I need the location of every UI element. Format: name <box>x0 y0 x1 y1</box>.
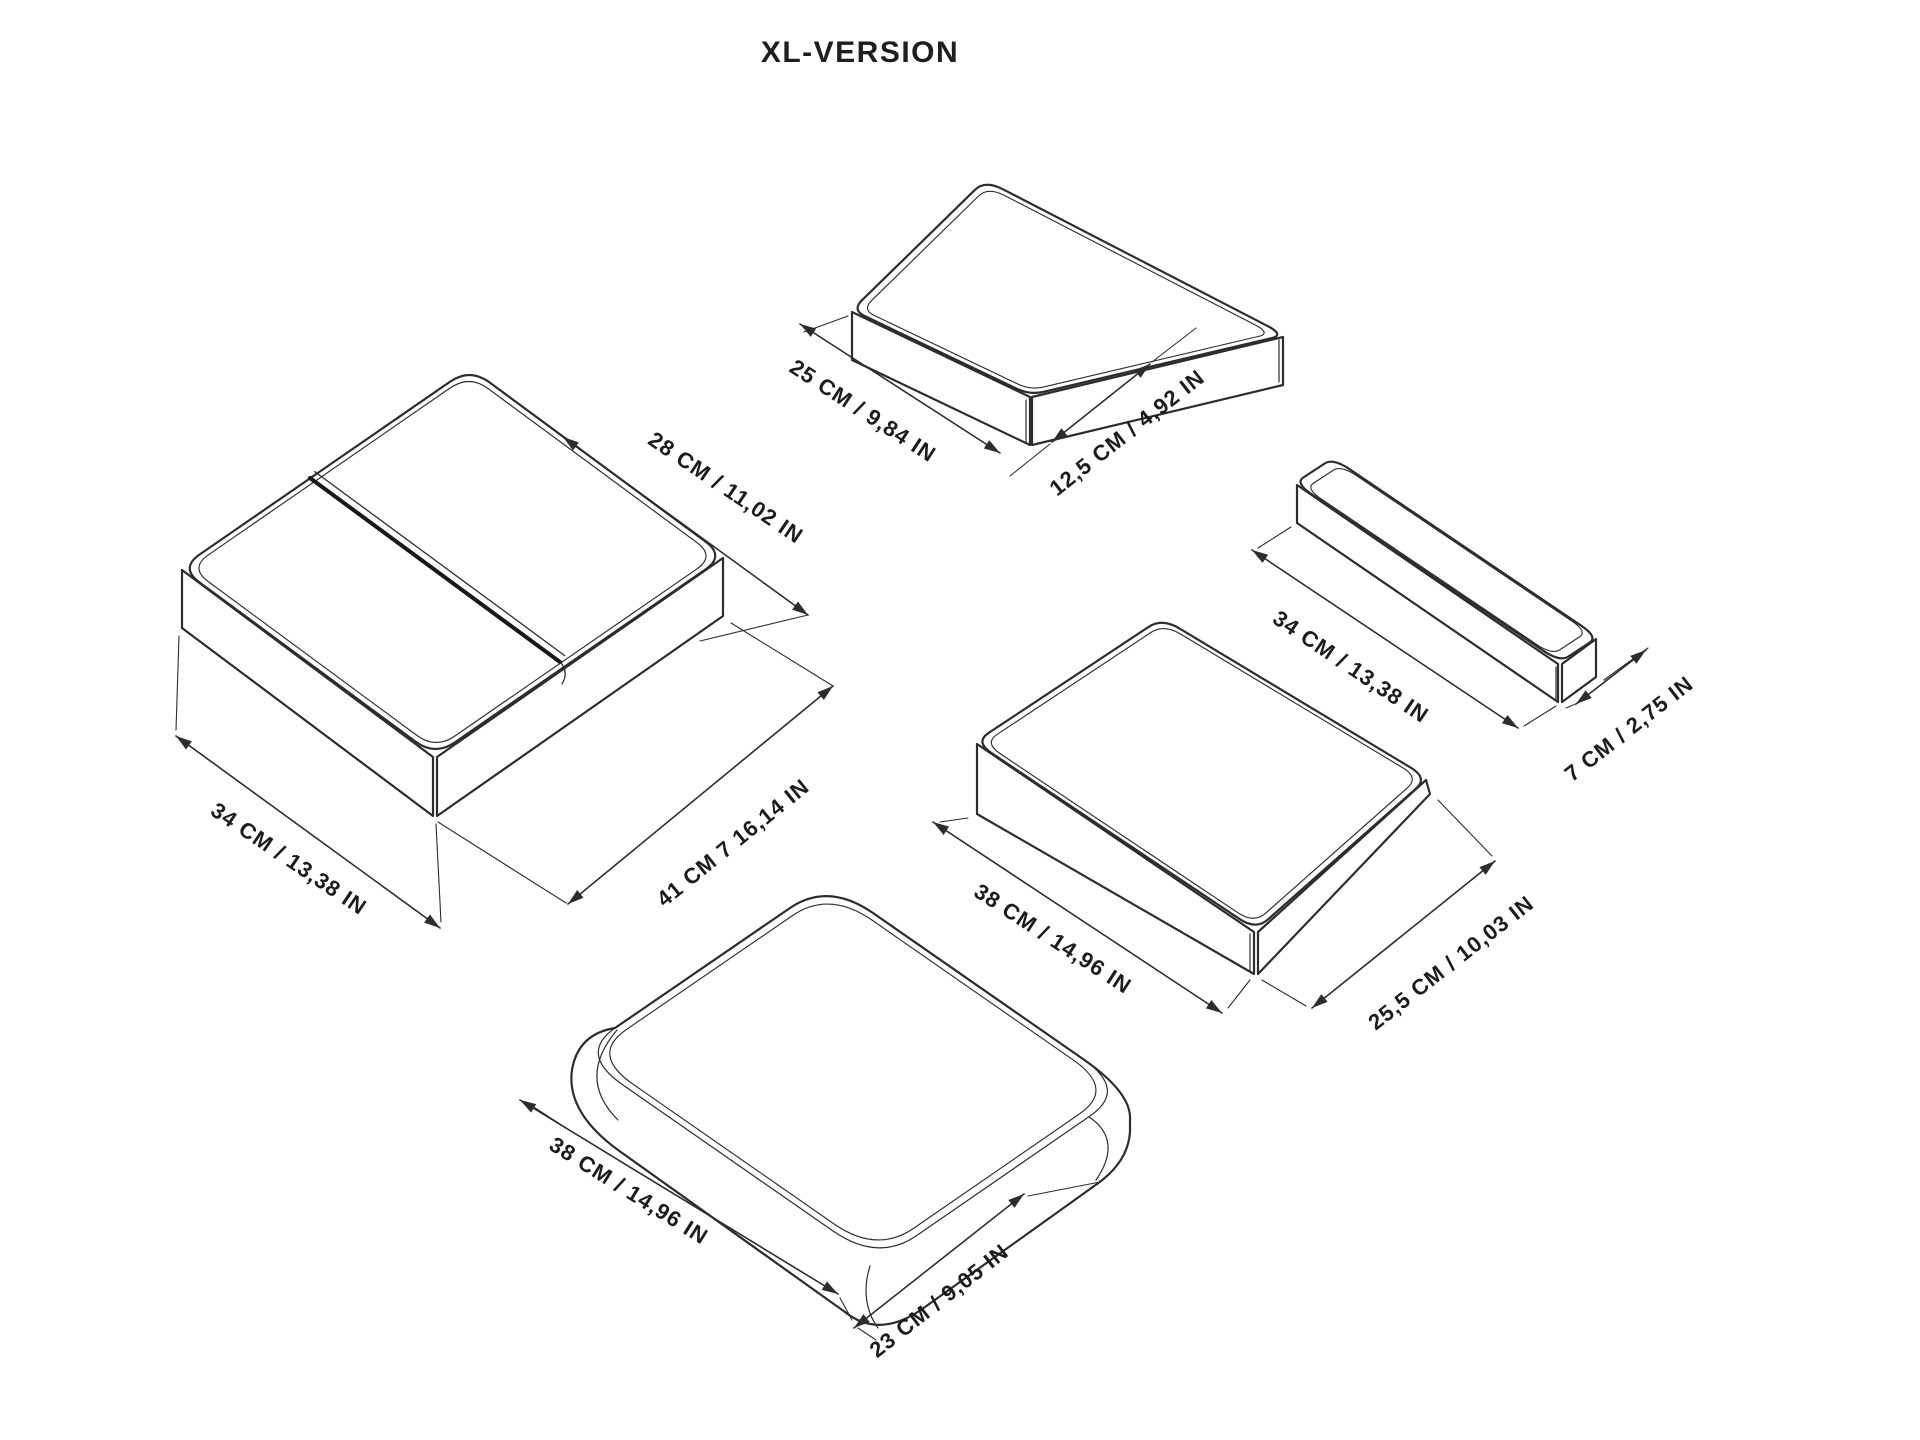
dimension-arrowhead <box>1008 1194 1024 1208</box>
dimension-arrowhead <box>1630 650 1646 664</box>
dimension-arrowhead <box>983 440 1000 453</box>
dimension-arrowhead <box>933 822 950 835</box>
dimension-arrowhead <box>792 601 808 615</box>
dimension-arrowhead <box>568 889 584 904</box>
dim-label: 41 CM 7 16,14 IN <box>652 774 814 912</box>
dimension-arrowhead <box>1479 861 1495 875</box>
dimension-arrowhead <box>563 437 579 451</box>
dimension-arrowhead <box>821 1281 838 1294</box>
dimension-arrowhead <box>520 1100 537 1113</box>
dimension-arrowhead <box>176 736 192 750</box>
wedge-cushion-drawing: 38 CM / 14,96 IN 25,5 CM / 10,03 IN <box>932 621 1539 1035</box>
dimension-arrowhead <box>854 1314 870 1328</box>
dim-label: 34 CM / 13,38 IN <box>206 797 371 920</box>
folded-mattress-drawing: 28 CM / 11,02 IN 34 CM / 13,38 IN 41 CM … <box>175 373 834 929</box>
bolster-cushion-drawing: 38 CM / 14,96 IN 23 CM / 9,05 IN <box>519 895 1132 1363</box>
dim-label: 38 CM / 14,96 IN <box>970 878 1137 998</box>
dimension-arrowhead <box>800 324 817 337</box>
dimension-arrowhead <box>424 914 440 928</box>
dimension-arrowhead <box>817 686 833 701</box>
dimension-arrowhead <box>1052 428 1068 442</box>
dim-label: 25,5 CM / 10,03 IN <box>1363 890 1538 1034</box>
dimension-arrowhead <box>1501 714 1518 728</box>
flat-pad-drawing: 25 CM / 9,84 IN 12,5 CM / 4,92 IN <box>785 183 1285 501</box>
dimension-arrowhead <box>1134 364 1150 378</box>
dimension-arrowhead <box>1312 994 1328 1008</box>
dimension-arrowhead <box>1252 550 1269 564</box>
page-title: XL-VERSION <box>760 36 960 69</box>
dimension-arrowhead <box>1576 690 1592 704</box>
dimension-arrowhead <box>1205 1000 1222 1013</box>
